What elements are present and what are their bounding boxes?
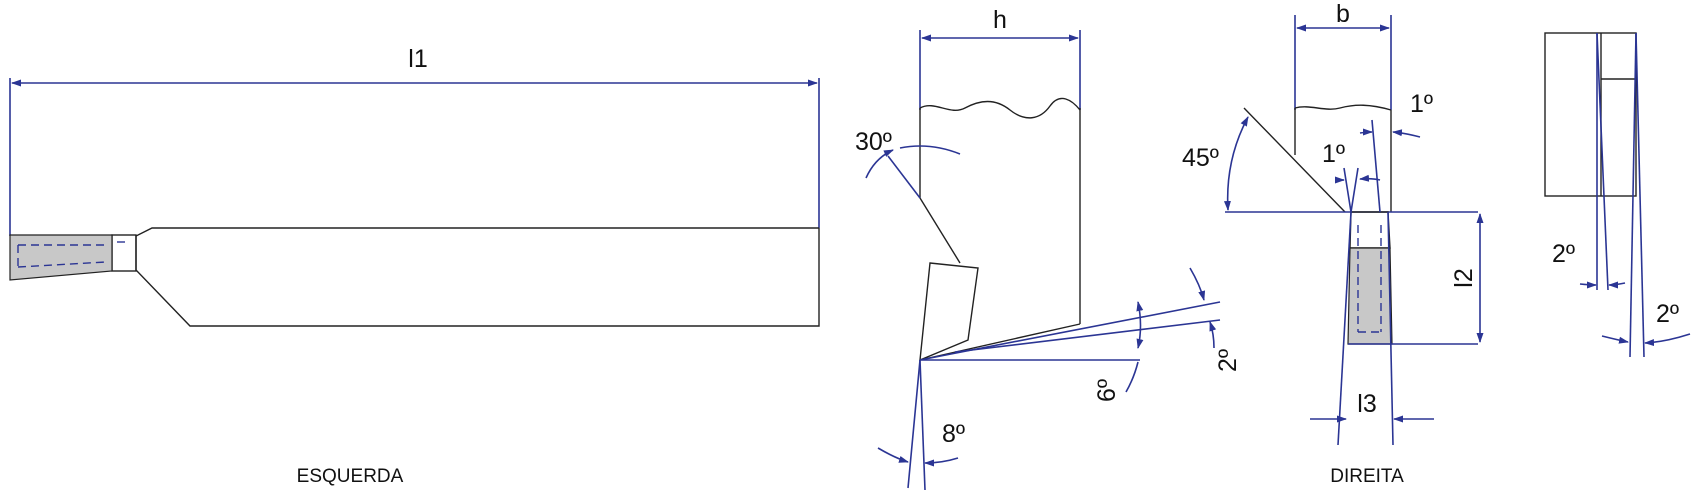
l1-label: l1 (408, 45, 427, 73)
angle45-arc (1223, 116, 1249, 211)
b-label: b (1336, 0, 1350, 28)
angle30-arrow (865, 149, 894, 179)
end-view-body (1544, 32, 1637, 197)
transition-block (111, 234, 137, 272)
angle6-tail (1125, 361, 1139, 393)
right2-vertical (1629, 32, 1637, 358)
angle2-arrow-top (1189, 267, 1206, 301)
top-insert-top (1349, 211, 1391, 249)
l2-label: l2 (1450, 268, 1478, 287)
h-label: h (993, 6, 1007, 34)
angle1-mid-arrow-right (1359, 174, 1381, 182)
front-chamfer (919, 197, 961, 264)
insert-hidden-bottom (17, 261, 107, 268)
l3-label: l3 (1357, 390, 1376, 418)
angle30-label: 30º (855, 128, 892, 156)
angle8-label: 8º (942, 420, 965, 448)
right2-slanted (1635, 32, 1645, 358)
top-insert-grey (1347, 247, 1393, 345)
angle6-label: 6º (1093, 379, 1121, 402)
left2-slanted (1596, 32, 1609, 291)
angle-mid-ray (954, 319, 1221, 353)
caption-esquerda: ESQUERDA (297, 466, 404, 487)
l3-extension-left (1337, 211, 1352, 446)
l3-extension-right (1387, 211, 1394, 446)
angle1-top-label: 1º (1410, 90, 1433, 118)
angle2-side-label: 2º (1214, 349, 1242, 372)
front-insert (919, 262, 979, 362)
top-break-line (1294, 104, 1392, 111)
angle1-top-arrow-left (1359, 128, 1373, 136)
left2-arrow-right (1608, 281, 1626, 289)
angle1-top-arrow-right (1392, 129, 1421, 138)
right2-arrow-left (1601, 335, 1629, 344)
end-view: 2º 2º (1544, 32, 1691, 358)
angle30-arc (899, 145, 961, 155)
right2-arrow-right (1644, 333, 1691, 347)
angle2-right-label: 2º (1656, 300, 1679, 328)
side-view: l1 ESQUERDA (9, 45, 820, 487)
angle45-label: 45º (1182, 144, 1219, 172)
angle8-line-b (919, 359, 926, 491)
angle2-arrow-bottom (1209, 321, 1217, 349)
angle8-line-a (907, 359, 921, 489)
top-view: b 45º 1º 1º l2 l3 (1182, 0, 1484, 487)
angle1-top-ray (1371, 119, 1381, 213)
carbide-insert (9, 234, 113, 281)
angle8-arrow-right (924, 457, 959, 467)
angle8-arrow-left (877, 447, 909, 463)
front-break-line (919, 97, 1081, 119)
angle1-mid-ray-b (1350, 167, 1359, 213)
angle2-left-label: 2º (1552, 240, 1575, 268)
top-chamfer-45 (1243, 107, 1346, 213)
caption-direita: DIREITA (1330, 466, 1404, 487)
shank-outline (135, 227, 820, 327)
left2-arrow-left (1579, 281, 1597, 289)
angle30-extension (887, 155, 921, 199)
angle6-arc (1136, 301, 1144, 349)
angle1-mid-label: 1º (1322, 140, 1345, 168)
front-view: h 30º 8º 6º 2º (855, 6, 1242, 491)
front-clearance-line (919, 323, 1081, 361)
angle1-mid-ray (1343, 167, 1352, 213)
